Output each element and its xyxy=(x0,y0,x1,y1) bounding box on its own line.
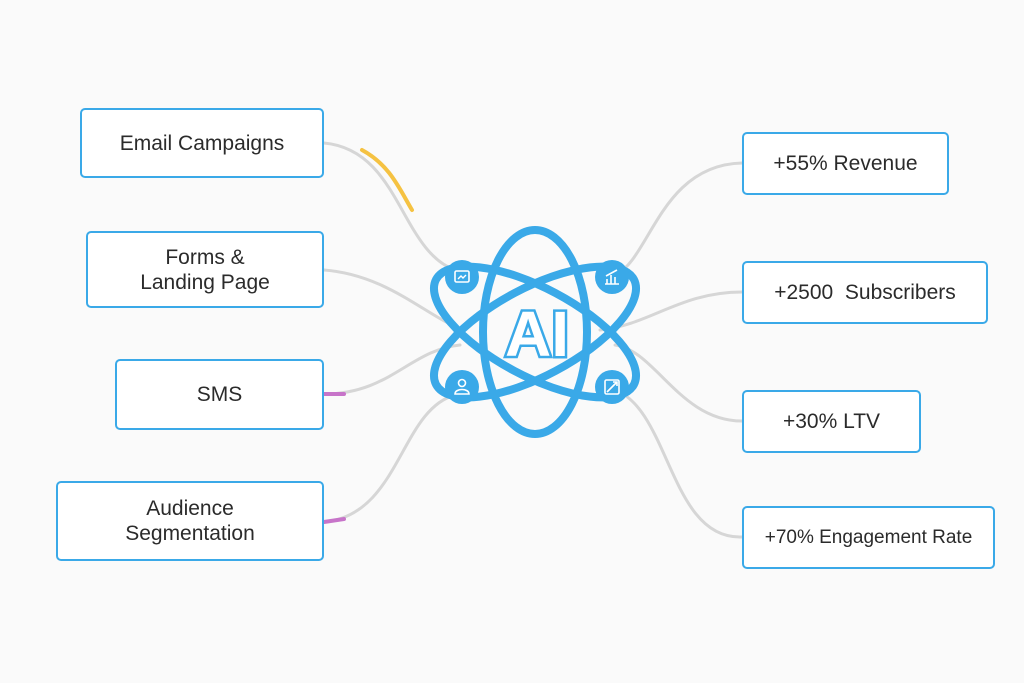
outcome-subscribers: +2500 Subscribers xyxy=(742,261,988,324)
connector-engagement xyxy=(613,388,744,539)
orbit-node-user xyxy=(445,370,479,404)
input-label: SMS xyxy=(196,383,243,406)
outcome-label: +70% Engagement Rate xyxy=(764,527,973,548)
connector-accent-email xyxy=(360,148,414,212)
outcome-label: +30% LTV xyxy=(782,410,881,433)
orbit-diagonal-a xyxy=(429,262,641,402)
input-label: Audience Segmentation xyxy=(125,497,255,545)
dashboard-icon xyxy=(454,270,470,283)
input-forms-landing-page: Forms & Landing Page xyxy=(86,231,324,308)
input-audience-segmentation: Audience Segmentation xyxy=(56,481,324,561)
outcome-label: +55% Revenue xyxy=(773,152,918,175)
connector-forms xyxy=(322,268,467,332)
input-email-campaigns: Email Campaigns xyxy=(80,108,324,178)
outcome-ltv: +30% LTV xyxy=(742,390,921,453)
connector-email xyxy=(322,141,457,272)
ai-atom xyxy=(429,226,641,438)
chart-icon xyxy=(605,269,619,285)
connector-accent-audience xyxy=(322,517,346,524)
user-icon xyxy=(454,378,470,395)
ai-label: AI xyxy=(505,298,569,370)
orbit-node-chart xyxy=(595,260,629,294)
growth-icon xyxy=(604,379,620,395)
input-label: Forms & Landing Page xyxy=(140,245,270,294)
orbit-vertical xyxy=(479,226,591,438)
orbit-node-dashboard xyxy=(445,260,479,294)
orbit-node-growth xyxy=(595,370,629,404)
connector-revenue xyxy=(613,161,744,277)
input-sms: SMS xyxy=(115,359,324,430)
outcome-engagement-rate: +70% Engagement Rate xyxy=(742,506,995,569)
orbit-diagonal-b xyxy=(429,262,641,402)
outcome-revenue: +55% Revenue xyxy=(742,132,949,195)
connectors xyxy=(322,141,744,539)
outcome-label: +2500 Subscribers xyxy=(774,281,956,304)
connector-audience xyxy=(322,393,457,524)
input-label: Email Campaigns xyxy=(119,131,285,155)
